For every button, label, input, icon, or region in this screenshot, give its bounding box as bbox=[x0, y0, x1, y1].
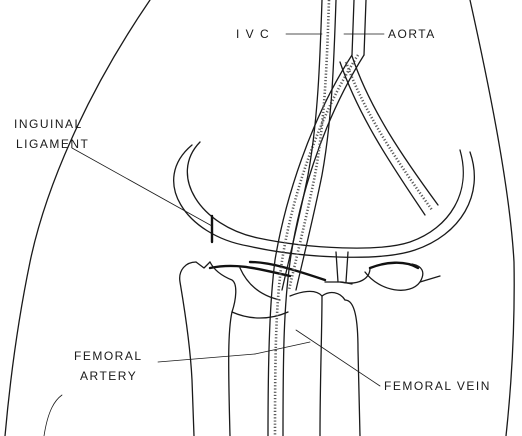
label-inguinal-line2: LIGAMENT bbox=[16, 137, 89, 151]
label-inguinal-line1: INGUINAL bbox=[14, 117, 83, 131]
label-femoral-artery-line1: FEMORAL bbox=[74, 349, 143, 363]
leader-lines bbox=[72, 34, 384, 386]
label-femoral-artery-line2: ARTERY bbox=[80, 369, 137, 383]
label-femoral-vein: FEMORAL VEIN bbox=[384, 379, 491, 393]
ivc-vessel bbox=[282, 0, 336, 290]
label-aorta: AORTA bbox=[388, 27, 436, 41]
label-ivc: I V C bbox=[236, 27, 270, 41]
pubic-bone bbox=[290, 291, 360, 436]
aorta-vessel bbox=[268, 0, 438, 436]
